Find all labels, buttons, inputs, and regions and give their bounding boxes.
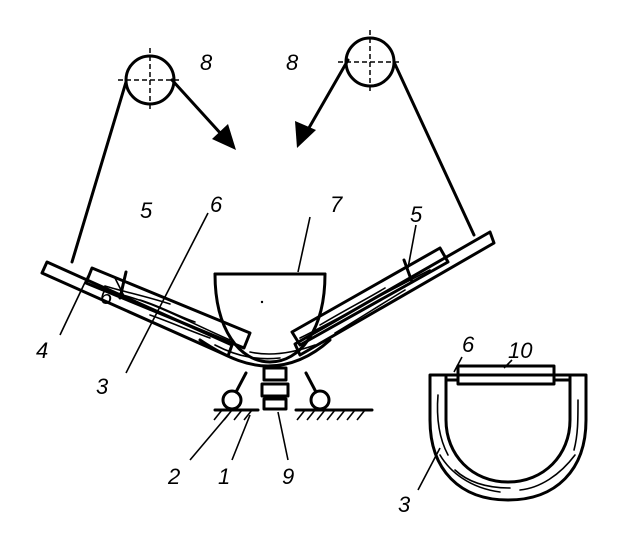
left-board [84, 266, 252, 350]
right-board [290, 246, 450, 347]
label-platen: 4 [36, 338, 48, 363]
label-section-insert: 10 [508, 338, 533, 363]
left-force-arrow [170, 78, 236, 150]
label-pulley-right: 8 [286, 50, 299, 75]
right-roller [304, 371, 331, 411]
bending-band [198, 338, 332, 368]
left-roller [221, 371, 248, 411]
label-support: 9 [282, 464, 294, 489]
left-cable [70, 80, 128, 264]
label-board-right: 5 [410, 202, 423, 227]
label-board-left: 5 [140, 198, 153, 223]
label-form: 7 [330, 192, 343, 217]
label-band: 6 [210, 192, 223, 217]
right-wood-layer [299, 269, 431, 339]
right-cable [392, 60, 476, 237]
leader-lines [59, 212, 441, 491]
label-base: 1 [218, 464, 230, 489]
base [213, 408, 374, 421]
label-band-lower: 6 [100, 284, 113, 309]
label-roller: 2 [167, 464, 180, 489]
section-inner-band [444, 375, 572, 484]
cross-section [428, 356, 588, 502]
label-wood-left: 3 [96, 374, 109, 399]
label-pulley-left: 8 [200, 50, 213, 75]
bending-form [213, 272, 327, 364]
right-force-arrow [295, 58, 350, 148]
center-support [260, 366, 290, 411]
label-section-band: 6 [462, 332, 475, 357]
section-wood [428, 373, 588, 502]
label-section-wood: 3 [398, 492, 411, 517]
